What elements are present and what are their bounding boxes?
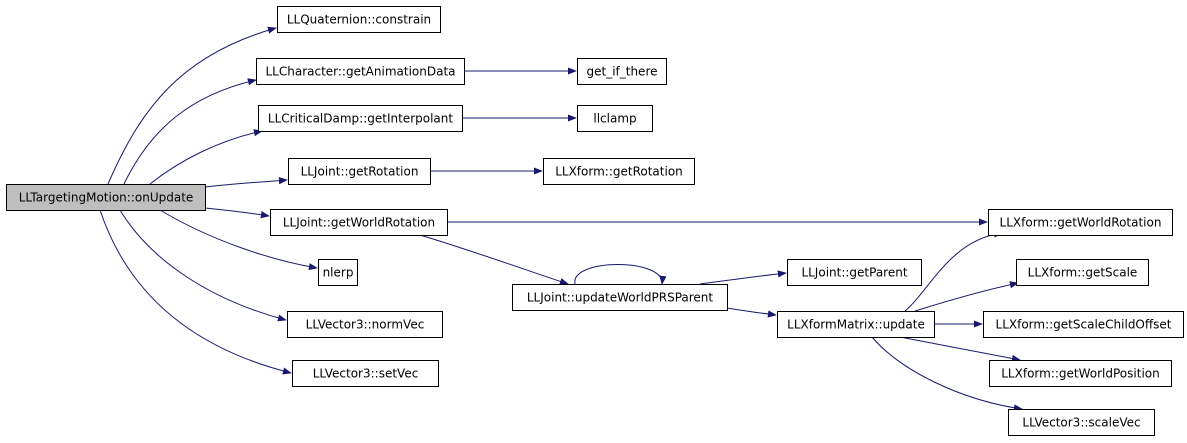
edge-updateWorldPRSParent-to-updateWorldPRSParent (574, 264, 667, 285)
node-box (277, 6, 441, 33)
node-box (287, 311, 443, 338)
node-getAnimationData[interactable]: LLCharacter::getAnimationData (256, 58, 465, 85)
node-label: LLJoint::updateWorldPRSParent (527, 291, 714, 305)
edge-onUpdate-to-jointGetWorldRotation (204, 207, 270, 219)
node-box (577, 58, 667, 85)
node-label: LLCharacter::getAnimationData (265, 65, 455, 79)
edge-xformMatrixUpdate-to-getScale (914, 281, 1019, 312)
node-get_if_there[interactable]: get_if_there (577, 58, 667, 85)
node-box (1016, 259, 1149, 286)
node-label: LLTargetingMotion::onUpdate (19, 191, 194, 205)
node-xformMatrixUpdate[interactable]: LLXformMatrix::update (777, 311, 935, 338)
edge-onUpdate-to-getAnimationData (123, 78, 257, 185)
node-box (777, 311, 935, 338)
node-normVec[interactable]: LLVector3::normVec (287, 311, 443, 338)
node-box (318, 259, 358, 286)
node-box (983, 311, 1184, 338)
edge-onUpdate-to-jointGetRotation (204, 177, 288, 188)
node-updateWorldPRSParent[interactable]: LLJoint::updateWorldPRSParent (512, 284, 728, 311)
node-label: LLXform::getScaleChildOffset (996, 318, 1172, 332)
edge-onUpdate-to-normVec (119, 209, 287, 322)
node-box (288, 158, 431, 185)
node-box (577, 105, 653, 132)
node-label: LLQuaternion::constrain (287, 13, 431, 27)
node-getScaleChildOffset[interactable]: LLXform::getScaleChildOffset (983, 311, 1184, 338)
node-xformGetWorldRotation[interactable]: LLXform::getWorldRotation (988, 209, 1173, 236)
edge-onUpdate-to-setVec (99, 209, 292, 375)
node-label: LLJoint::getParent (801, 266, 907, 280)
edge-onUpdate-to-getInterpolant (149, 129, 263, 185)
node-jointGetWorldRotation[interactable]: LLJoint::getWorldRotation (270, 209, 448, 236)
node-xformGetRotation[interactable]: LLXform::getRotation (543, 158, 695, 185)
edge-xformMatrixUpdate-to-xformGetWorldRotation (904, 230, 1003, 312)
node-box (989, 360, 1172, 387)
node-label: LLJoint::getRotation (301, 165, 419, 179)
edge-onUpdate-to-constrain (107, 26, 277, 185)
node-scaleVec[interactable]: LLVector3::scaleVec (1008, 409, 1155, 436)
node-llclamp[interactable]: llclamp (577, 105, 653, 132)
node-box (258, 105, 463, 132)
nodes-layer: LLTargetingMotion::onUpdate LLQuaternion:… (6, 6, 1184, 436)
node-label: get_if_there (586, 65, 657, 79)
edge-updateWorldPRSParent-to-xformMatrixUpdate (726, 307, 777, 318)
edges-layer (99, 26, 1023, 412)
node-label: LLVector3::setVec (313, 367, 419, 381)
node-box (787, 259, 922, 286)
node-label: LLCriticalDamp::getInterpolant (268, 112, 453, 126)
node-jointGetRotation[interactable]: LLJoint::getRotation (288, 158, 431, 185)
node-box (1008, 409, 1155, 436)
node-box (512, 284, 728, 311)
node-getInterpolant[interactable]: LLCriticalDamp::getInterpolant (258, 105, 463, 132)
node-label: LLXform::getRotation (555, 165, 683, 179)
edge-updateWorldPRSParent-to-getParent (699, 270, 787, 285)
edge-xformMatrixUpdate-to-getWorldPosition (899, 336, 1021, 362)
node-label: LLVector3::scaleVec (1022, 416, 1140, 430)
node-onUpdate[interactable]: LLTargetingMotion::onUpdate (6, 184, 206, 211)
node-getParent[interactable]: LLJoint::getParent (787, 259, 922, 286)
edge-xformMatrixUpdate-to-scaleVec (871, 336, 1023, 412)
edge-onUpdate-to-nlerp (159, 209, 318, 271)
node-label: LLXform::getWorldPosition (1001, 367, 1159, 381)
node-box (292, 360, 439, 387)
edge-jointGetWorldRotation-to-updateWorldPRSParent (419, 234, 569, 285)
node-box (270, 209, 448, 236)
node-setVec[interactable]: LLVector3::setVec (292, 360, 439, 387)
node-label: LLXform::getWorldRotation (1000, 216, 1162, 230)
node-label: LLXformMatrix::update (787, 318, 925, 332)
node-getScale[interactable]: LLXform::getScale (1016, 259, 1149, 286)
node-constrain[interactable]: LLQuaternion::constrain (277, 6, 441, 33)
node-box (543, 158, 695, 185)
node-box (988, 209, 1173, 236)
node-getWorldPosition[interactable]: LLXform::getWorldPosition (989, 360, 1172, 387)
node-label: nlerp (323, 266, 354, 280)
node-box (6, 184, 206, 211)
node-nlerp[interactable]: nlerp (318, 259, 358, 286)
node-box (256, 58, 465, 85)
node-label: LLJoint::getWorldRotation (283, 216, 435, 230)
node-label: llclamp (593, 112, 636, 126)
node-label: LLXform::getScale (1028, 266, 1138, 280)
node-label: LLVector3::normVec (306, 318, 425, 332)
